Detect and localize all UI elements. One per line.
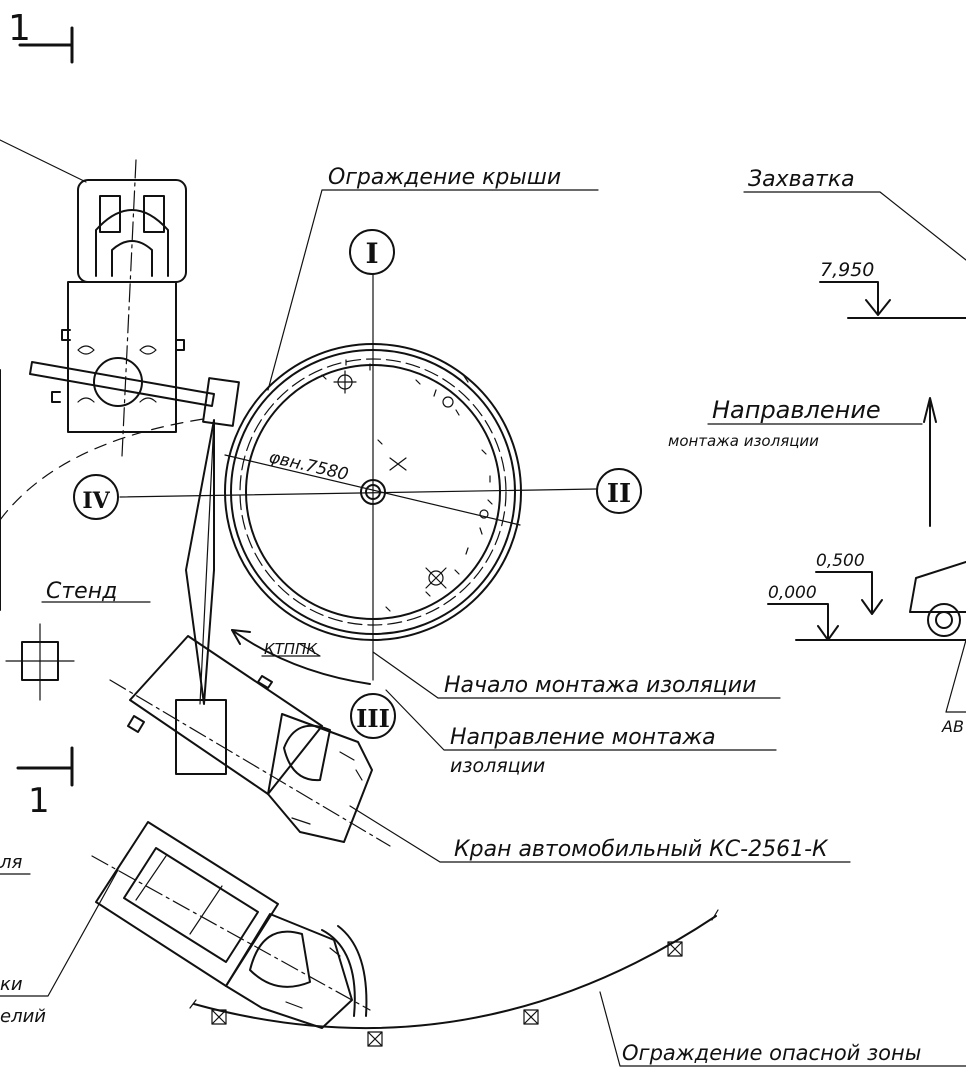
danger-fence-label: Ограждение опасной зоны: [622, 1041, 921, 1065]
level-zero-label: 0,000: [768, 583, 817, 603]
leader-grip: Захватка: [743, 167, 966, 261]
leader-direction-mount: Направление монтажа изоляции: [385, 689, 777, 777]
partial-vehicle-right: АВ: [909, 561, 966, 736]
crane-counterweight: [175, 699, 227, 775]
direction-block: Направление монтажа изоляции: [668, 396, 937, 527]
axis-label-iii: III: [356, 704, 390, 733]
level-mark-zero: 0,000: [767, 583, 966, 641]
axis-label-i: I: [365, 237, 378, 270]
direction-mount-label-2: изоляции: [450, 755, 545, 777]
partial-right-label: АВ: [941, 717, 964, 736]
crane-label: Кран автомобильный КС-2561-К: [454, 837, 829, 862]
start-insulation-label: Начало монтажа изоляции: [444, 673, 756, 698]
roof-small-marks: [321, 359, 493, 612]
axis-label-ii: II: [607, 479, 631, 509]
leader-start-insulation: Начало монтажа изоляции: [372, 651, 781, 699]
level-mark-top: 7,950: [819, 259, 966, 319]
level-mark-mid: 0,500: [815, 551, 883, 615]
direction-mount-label-1: Направление монтажа: [450, 725, 716, 750]
danger-zone-fence: Ограждение опасной зоны: [189, 909, 966, 1067]
transport-truck: [91, 821, 371, 1029]
leader-crane: Кран автомобильный КС-2561-К: [349, 805, 851, 863]
axis-label-iv: IV: [82, 488, 110, 514]
tank-plan: φвн.7580: [119, 273, 597, 681]
fence-post-markers: [211, 941, 683, 1047]
section-mark-bottom: 1: [16, 746, 74, 821]
section-mark-top-label: 1: [8, 8, 31, 49]
stand-block: Стенд: [0, 369, 151, 701]
axis-bubble-i: I: [349, 229, 395, 275]
axis-bubble-iii: III: [350, 693, 396, 739]
roof-fence-label: Ограждение крыши: [328, 165, 561, 190]
diameter-label: φвн.7580: [267, 447, 350, 485]
crane-swing-arc: [0, 417, 211, 521]
ktppk-arc: КТППК: [231, 629, 371, 685]
axis-bubble-iv: IV: [73, 474, 119, 520]
leader-roof-fence: Ограждение крыши: [267, 165, 599, 391]
ktppk-label: КТППК: [264, 640, 318, 658]
crane-boom: [185, 419, 215, 705]
level-mid-label: 0,500: [816, 551, 865, 571]
level-top-label: 7,950: [820, 259, 874, 281]
partial-left-label-3: елий: [0, 1006, 46, 1027]
direction-subtitle: монтажа изоляции: [668, 432, 819, 450]
axis-bubble-ii: II: [596, 468, 642, 514]
section-mark-top: 1: [8, 8, 74, 64]
stand-label: Стенд: [46, 579, 117, 604]
grip-label: Захватка: [748, 167, 855, 192]
partial-left-label-1: ля: [0, 852, 23, 873]
partial-left-label-2: ки: [0, 974, 23, 995]
truck-top-left: [0, 139, 240, 457]
crane-truck: [109, 635, 391, 847]
partial-left-labels: ля ки елий: [0, 852, 119, 1027]
section-mark-bottom-label: 1: [28, 781, 50, 821]
direction-title: Направление: [712, 396, 881, 424]
roof-hatches: [333, 370, 489, 589]
